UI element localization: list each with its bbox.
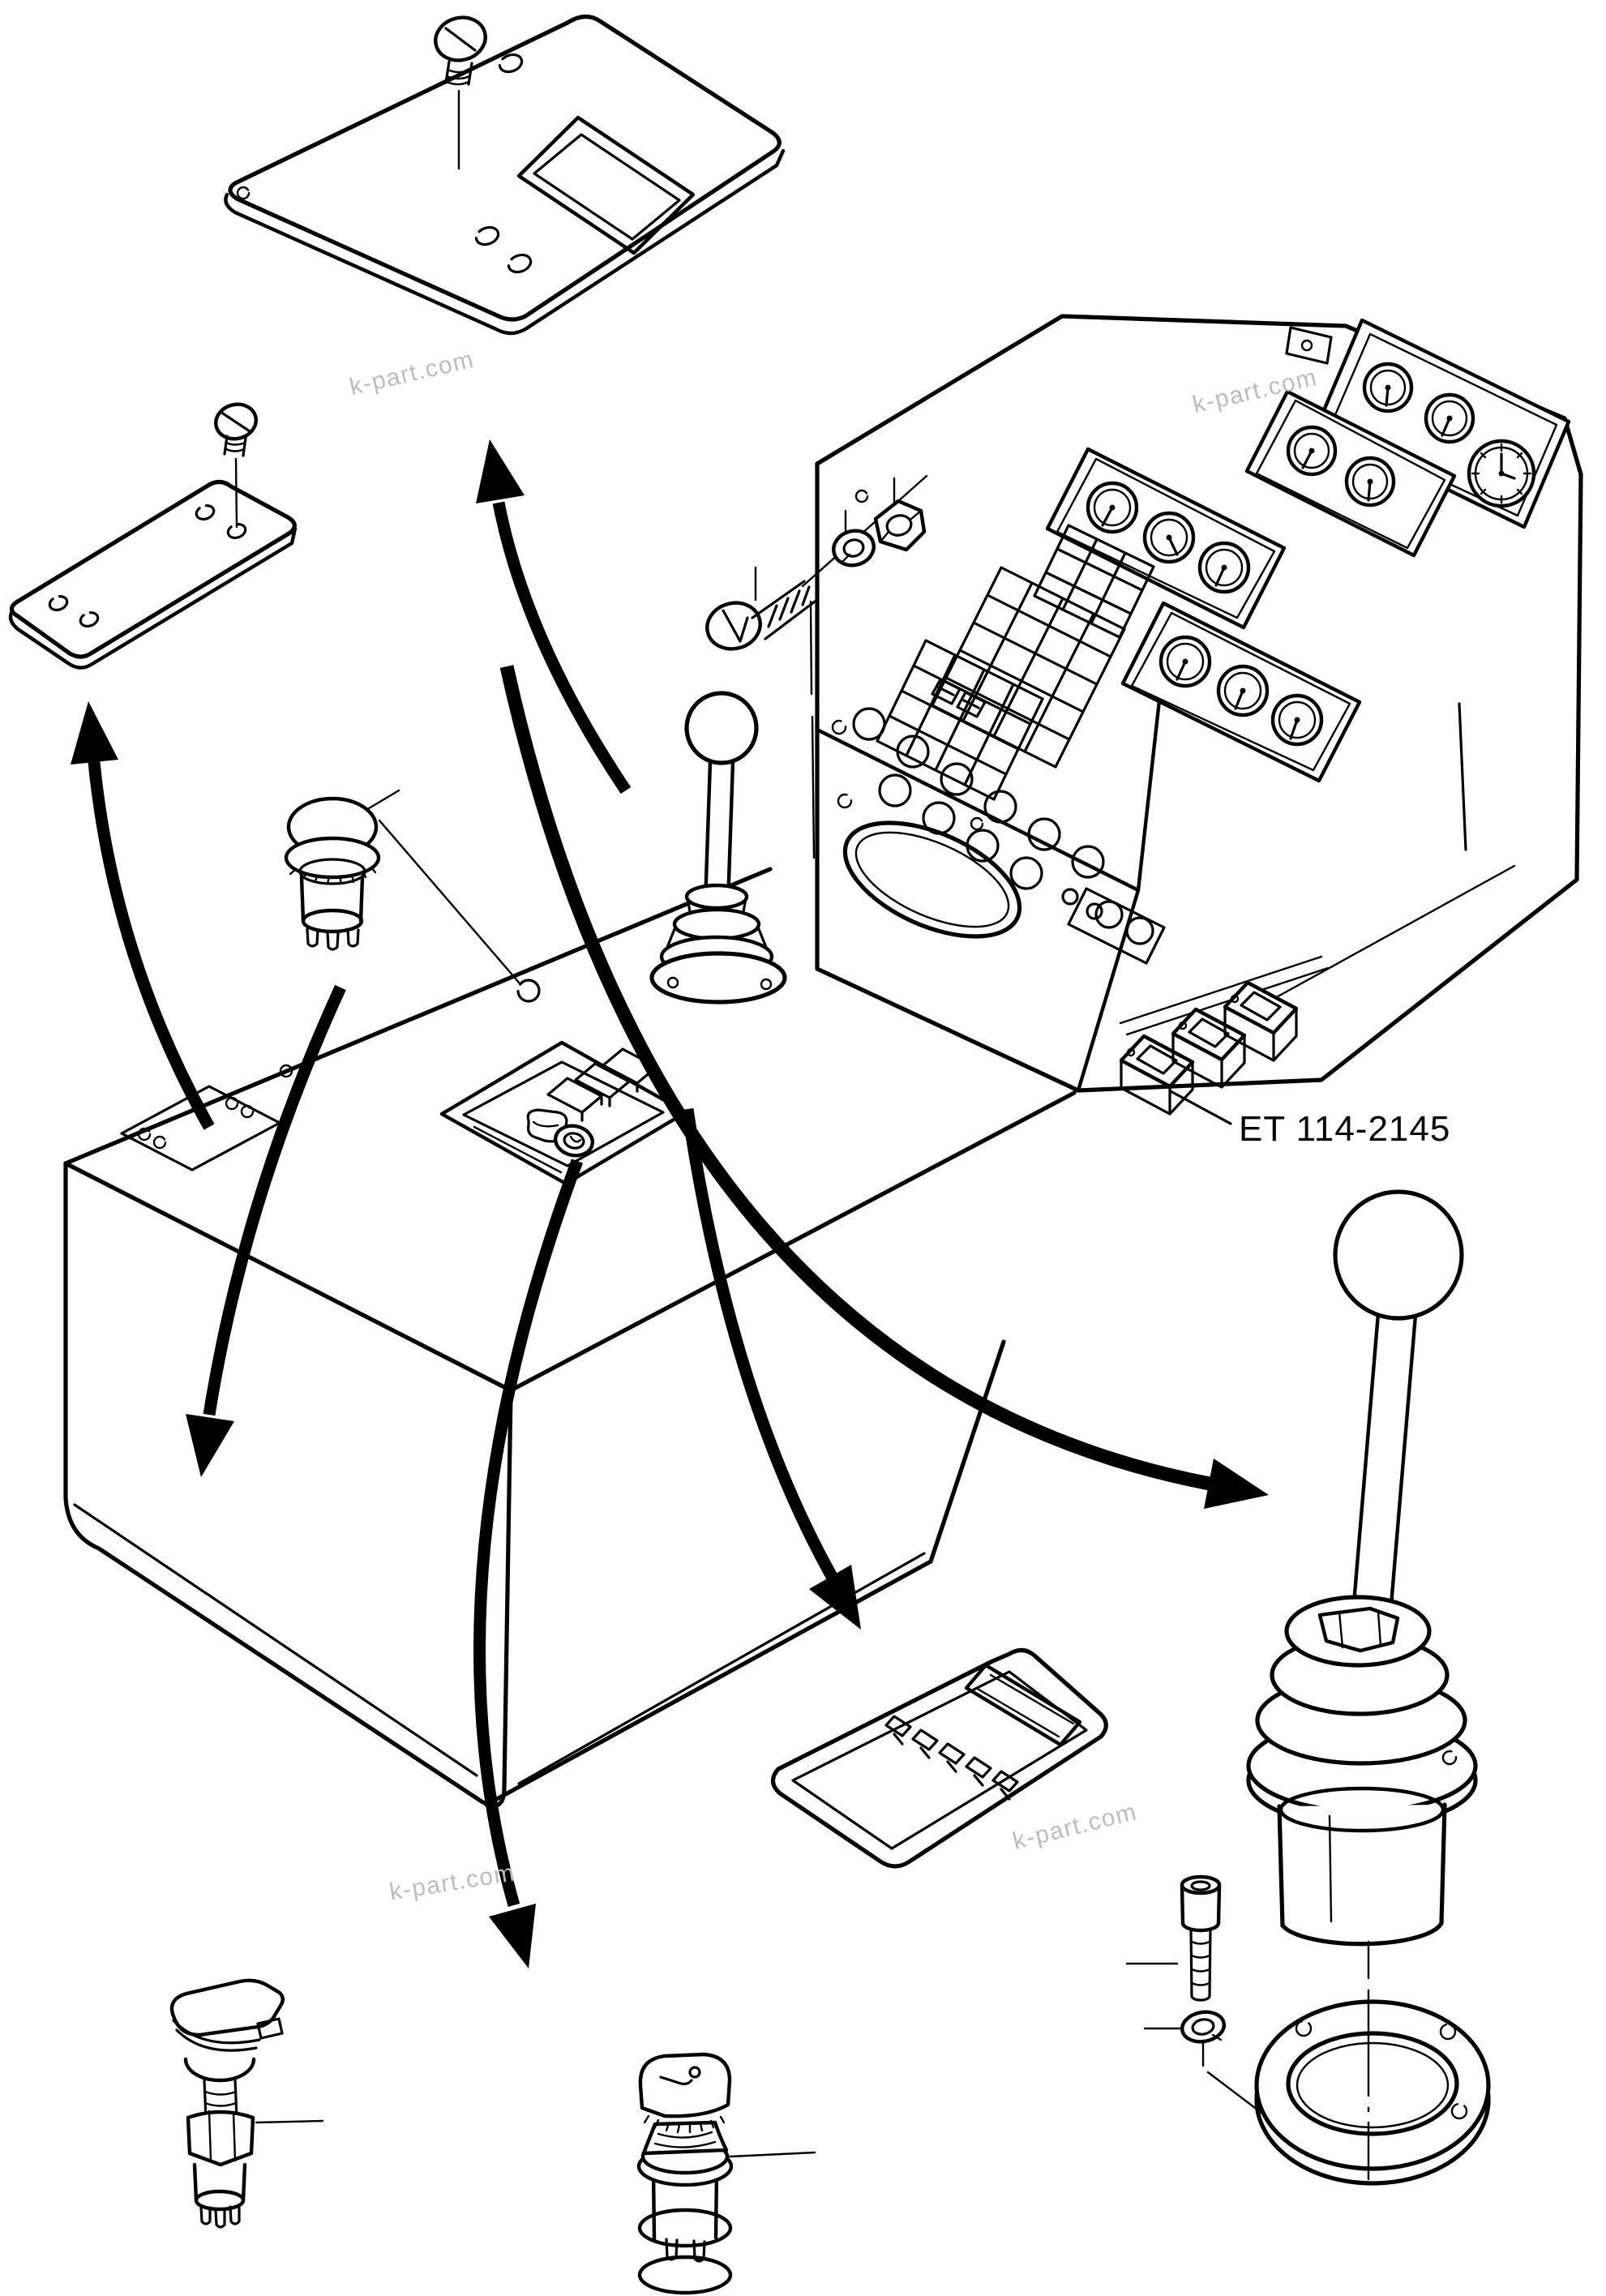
gauge [1270,693,1324,747]
gauge-panel-3 [1244,389,1457,558]
console-tower [815,314,1583,1125]
hex-bolt [705,580,816,651]
mounting-ring [1254,1940,1491,2186]
gauge [1086,481,1139,534]
clock-gauge [1467,439,1536,508]
gauge [1362,362,1414,413]
gauge-panel-4 [1315,318,1571,529]
button-mount-hole [516,979,541,1003]
switch-plate [770,1647,1108,1869]
strip-plate [8,479,298,670]
lock-washer-small [832,529,876,568]
rocker-switch-blocks [1119,864,1516,1125]
gauge [1286,425,1338,477]
center-joystick [649,691,787,1004]
hex-nut [873,499,927,552]
arrow-to-cover-plate [476,439,632,795]
gauge-panel-1 [1120,601,1362,783]
key-switch [636,2052,816,2295]
lock-washer [1143,2010,1263,2114]
gauge [1197,541,1251,594]
hex-bolt-washer-nut [705,474,928,859]
socket-bolt [1125,1874,1222,2002]
gauge [1158,635,1212,688]
label-leader-line [1169,1090,1232,1125]
plate-mount-outline [120,1064,293,1172]
mushroom-push-button [284,789,400,951]
rocker-switch [1171,1007,1247,1089]
small-round-button [553,1124,595,1158]
gauge-panel-2 [1045,447,1287,630]
arrow-to-toggle-switch [186,984,346,1477]
console-oval-cutout [842,820,1022,939]
toggle-switch-with-cover [169,1978,324,2229]
arrow-to-strip-plate [71,701,215,1130]
arrow-to-key-switch [473,1159,584,1968]
rocker-switch [1223,980,1299,1062]
cover-plate [224,14,786,336]
console-buttons [852,707,1166,965]
strip-plate-screw [214,402,258,529]
plate-rockers [884,1715,1019,1801]
keypad-grid [876,524,1155,801]
joystick-assembly [1246,1189,1478,1947]
rocker-switch [1119,1034,1195,1116]
explode-arrows [71,439,1269,1968]
arrow-to-joystick [499,665,1269,1509]
gauge [1142,511,1196,564]
gauge [1216,664,1270,718]
arrow-to-switch-plate [681,1107,861,1630]
part-number-label: ET 114-2145 [1239,1109,1451,1149]
gauge [1344,456,1396,508]
gauge-cluster [1045,318,1571,783]
cover-plate-screw [434,15,487,170]
gauge [1424,392,1475,444]
